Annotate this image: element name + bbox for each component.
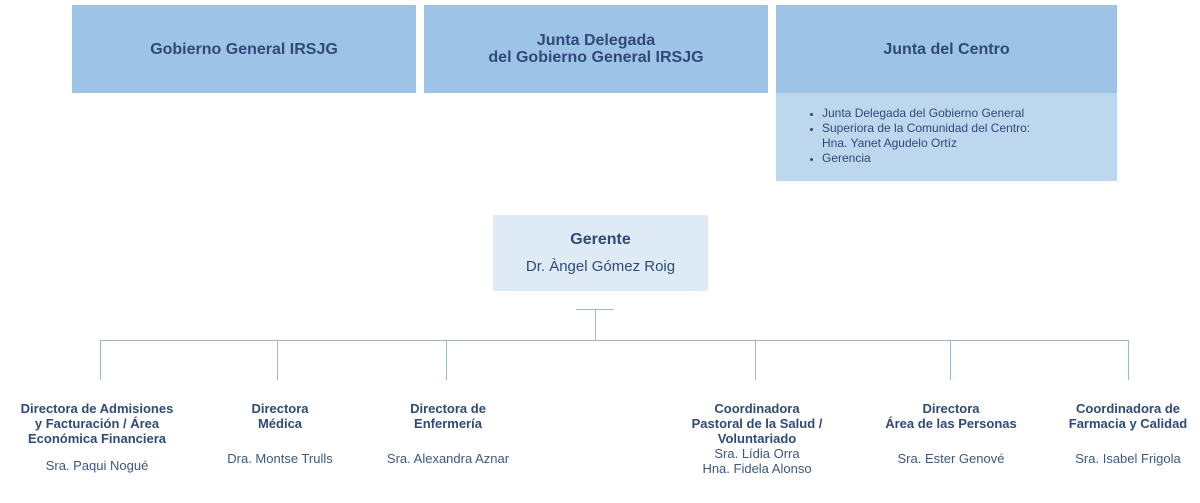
dept-person: Sra. Isabel Frigola — [1075, 451, 1181, 466]
connector-stem — [595, 309, 596, 341]
gerente-title: Gerente — [570, 231, 631, 248]
dept-person: Sra. Lídia Orra Hna. Fidela Alonso — [702, 446, 812, 476]
dept-title: Directora Área de las Personas — [885, 401, 1017, 431]
dept-title: Directora de Enfermería — [410, 401, 486, 431]
connector-drop — [950, 340, 951, 380]
junta-delegada-box: Junta Delegada del Gobierno General IRSJ… — [424, 5, 768, 93]
list-item: Gerencia — [822, 151, 1117, 166]
connector-drop — [755, 340, 756, 380]
dept-title: Directora de Admisiones y Facturación / … — [20, 401, 174, 446]
connector-drop — [277, 340, 278, 380]
junta-centro-members-list: Junta Delegada del Gobierno General Supe… — [806, 106, 1117, 166]
connector-drop — [1128, 340, 1129, 380]
dept-title: Directora Médica — [251, 401, 309, 431]
junta-centro-members-panel: Junta Delegada del Gobierno General Supe… — [776, 93, 1117, 181]
connector-horizontal — [100, 340, 1129, 341]
dept-person: Dra. Montse Trulls — [227, 451, 333, 466]
dept-admisiones: Directora de Admisiones y Facturación / … — [0, 401, 197, 473]
connector-drop — [446, 340, 447, 380]
dept-title: Coordinadora de Farmacia y Calidad — [1068, 401, 1188, 431]
dept-farmacia: Coordinadora de Farmacia y Calidad Sra. … — [1028, 401, 1200, 466]
list-item: Superiora de la Comunidad del Centro: Hn… — [822, 121, 1117, 151]
junta-centro-label: Junta del Centro — [883, 40, 1010, 58]
junta-centro-box: Junta del Centro — [776, 5, 1117, 93]
dept-title: Coordinadora Pastoral de la Salud / Volu… — [691, 401, 823, 446]
gerente-name: Dr. Àngel Gómez Roig — [525, 258, 676, 275]
dept-pastoral: Coordinadora Pastoral de la Salud / Volu… — [657, 401, 857, 476]
gobierno-general-label: Gobierno General IRSJG — [150, 40, 338, 58]
dept-personas: Directora Área de las Personas Sra. Este… — [851, 401, 1051, 466]
list-item: Junta Delegada del Gobierno General — [822, 106, 1117, 121]
dept-medica: Directora Médica Dra. Montse Trulls — [180, 401, 380, 466]
connector-drop — [100, 340, 101, 380]
dept-enfermeria: Directora de Enfermería Sra. Alexandra A… — [348, 401, 548, 466]
dept-person: Sra. Alexandra Aznar — [386, 451, 510, 466]
dept-person: Sra. Ester Genové — [897, 451, 1005, 466]
dept-person: Sra. Paqui Nogué — [45, 458, 149, 473]
junta-delegada-label: Junta Delegada del Gobierno General IRSJ… — [488, 32, 704, 66]
gobierno-general-box: Gobierno General IRSJG — [72, 5, 416, 93]
gerente-box: Gerente Dr. Àngel Gómez Roig — [493, 215, 708, 291]
